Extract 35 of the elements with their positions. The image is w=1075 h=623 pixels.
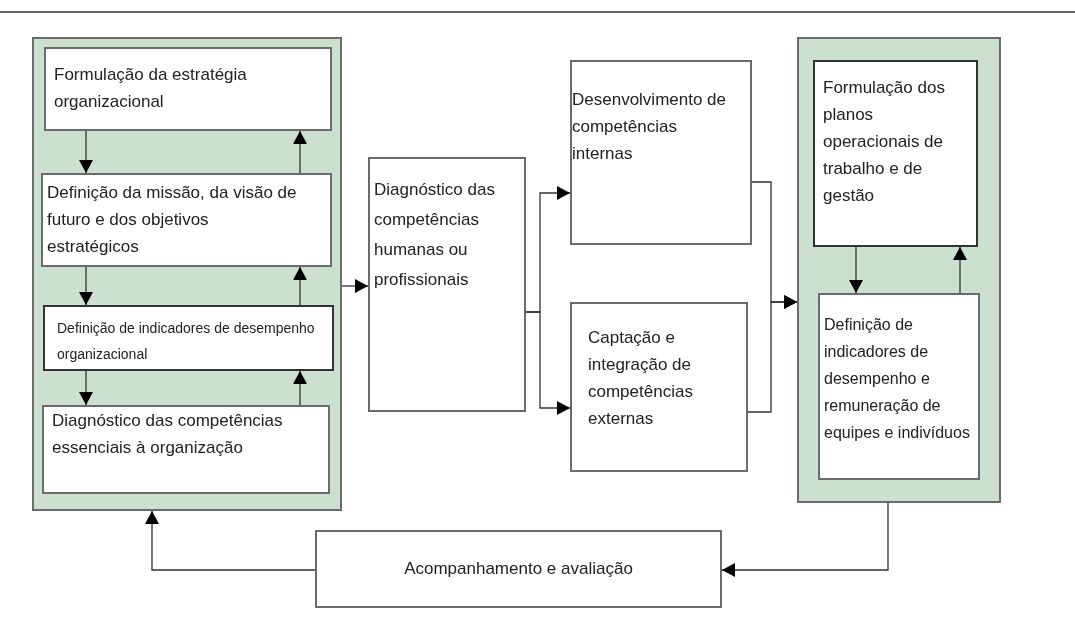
arrow <box>341 279 369 293</box>
arrow <box>293 130 307 174</box>
group-panel <box>797 37 1001 503</box>
box-text: Definição de indicadores de desempenho organizacional <box>57 319 316 364</box>
arrow <box>525 311 571 415</box>
arrow <box>79 130 93 174</box>
box-text: Captação e integração de competências externas <box>588 327 694 430</box>
arrow <box>849 246 863 294</box>
box-text: Definição de indicadores de desempenho e remuneração de equipes e indivíduos <box>824 315 971 443</box>
process-box <box>43 305 334 371</box>
box-text: Diagnóstico das competências humanas ou profissionais <box>374 179 496 291</box>
process-box <box>368 157 526 412</box>
arrow <box>293 266 307 306</box>
arrow <box>79 266 93 306</box>
arrow <box>145 510 316 571</box>
process-box <box>570 302 748 472</box>
process-box <box>315 530 722 608</box>
box-text: Acompanhamento e avaliação <box>404 558 633 581</box>
arrow <box>79 370 93 406</box>
arrow <box>747 295 798 413</box>
box-text: Formulação dos planos operacionais de trabalho e de gestão <box>823 77 946 207</box>
process-box <box>570 60 752 245</box>
process-box <box>818 293 980 480</box>
process-box <box>41 173 332 267</box>
arrow <box>721 502 889 577</box>
box-text: Formulação da estratégia organizacional <box>54 64 248 113</box>
box-text: Diagnóstico das competências essenciais à organização <box>52 410 284 459</box>
box-text: Definição da missão, da visão de futuro e dos objetivos estratégicos <box>47 182 298 258</box>
arrow <box>293 370 307 406</box>
process-box <box>42 405 330 494</box>
box-text: Desenvolvimento de competências internas <box>572 89 728 165</box>
process-box <box>44 47 332 131</box>
group-panel <box>32 37 342 511</box>
arrow <box>953 246 967 294</box>
process-box <box>813 60 978 247</box>
